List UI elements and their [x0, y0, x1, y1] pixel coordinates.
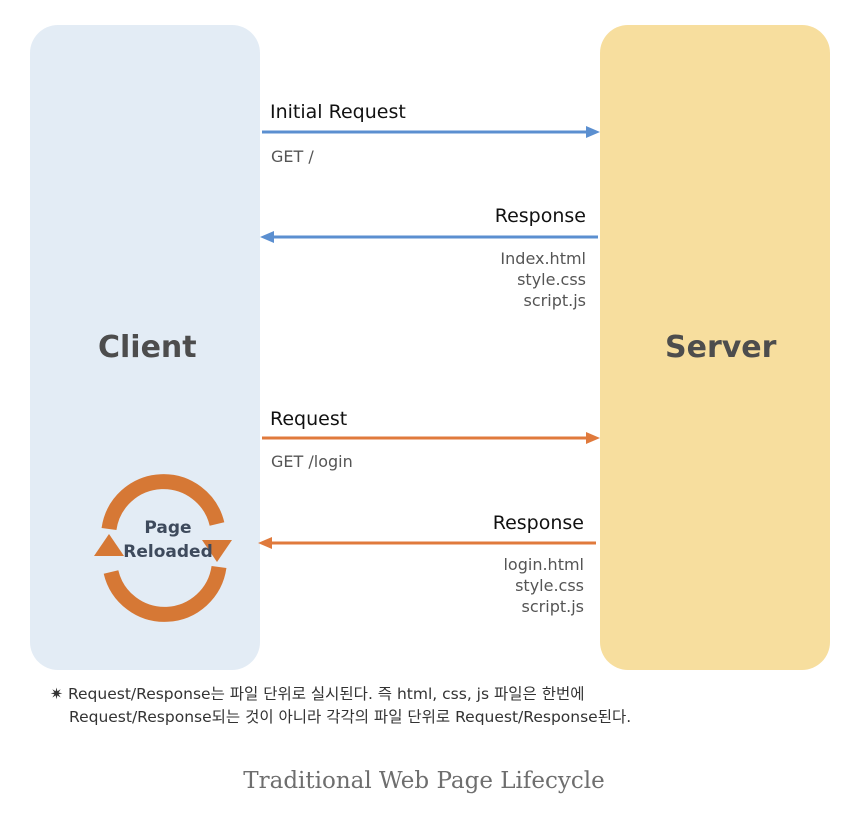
- client-title: Client: [98, 330, 197, 365]
- caption: Traditional Web Page Lifecycle: [243, 768, 605, 794]
- response-1-label: Response: [494, 205, 586, 227]
- arrow-response-2: [258, 537, 596, 549]
- footnote-marker: ✷: [50, 685, 63, 703]
- arrow-initial-request: [262, 126, 600, 138]
- request-2-label: Request: [270, 408, 348, 430]
- footnote-line1: Request/Response는 파일 단위로 실시된다. 즉 html, c…: [67, 685, 585, 703]
- server-panel: [600, 25, 830, 670]
- response-1-file: style.css: [517, 270, 586, 289]
- client-panel: [30, 25, 260, 670]
- refresh-arrowhead-left: [94, 534, 124, 556]
- initial-request-detail: GET /: [271, 147, 314, 166]
- server-title: Server: [665, 330, 777, 365]
- response-2-files: login.html style.css script.js: [503, 554, 584, 617]
- response-1-file: Index.html: [500, 249, 586, 268]
- response-1-file: script.js: [523, 291, 586, 310]
- arrow-response-1: [260, 231, 598, 243]
- arrow-request-2: [262, 432, 600, 444]
- initial-request-label: Initial Request: [270, 101, 406, 123]
- response-1-files: Index.html style.css script.js: [500, 248, 586, 311]
- page-reloaded-label-line2: Reloaded: [123, 542, 213, 562]
- response-2-file: login.html: [503, 555, 584, 574]
- response-2-file: style.css: [515, 576, 584, 595]
- refresh-arrowhead-right: [202, 540, 232, 562]
- page-reloaded-label-line1: Page: [144, 518, 192, 538]
- response-2-label: Response: [492, 512, 584, 534]
- footnote-line2: Request/Response되는 것이 아니라 각각의 파일 단위로 Req…: [69, 708, 632, 726]
- request-2-detail: GET /login: [271, 452, 353, 471]
- refresh-icon: [101, 474, 227, 622]
- response-2-file: script.js: [521, 597, 584, 616]
- footnote: ✷ Request/Response는 파일 단위로 실시된다. 즉 html,…: [50, 683, 631, 729]
